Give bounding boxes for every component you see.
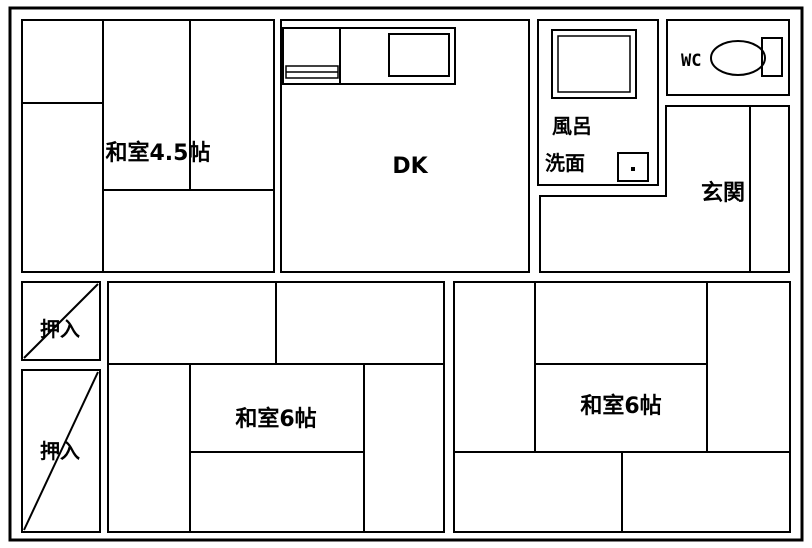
room-dk: DK bbox=[280, 19, 530, 273]
sink-icon bbox=[388, 33, 450, 77]
room-washitsu-6-right: 和室6帖 bbox=[453, 281, 791, 533]
outer-wall bbox=[8, 6, 804, 542]
toilet-tank-icon bbox=[761, 37, 783, 77]
room-dk-wall bbox=[280, 19, 530, 273]
closet-top: 押入 bbox=[21, 281, 101, 361]
room-bath: 風呂 洗面 bbox=[537, 19, 659, 186]
room-label-closet-top: 押入 bbox=[40, 317, 80, 341]
toilet-bowl-icon bbox=[710, 40, 766, 76]
room-wc: WC bbox=[666, 19, 790, 96]
kitchen-counter bbox=[282, 27, 456, 85]
room-entrance-wall bbox=[539, 105, 790, 273]
room-washitsu-4-5-wall bbox=[21, 19, 275, 273]
closet-top-diagonal bbox=[23, 283, 99, 359]
room-label-dk: DK bbox=[392, 154, 428, 179]
room-label-wc: WC bbox=[681, 51, 701, 71]
room-washitsu-4-5: 和室4.5帖 bbox=[21, 19, 275, 273]
room-label-washroom: 洗面 bbox=[545, 151, 585, 175]
closet-bottom-wall bbox=[21, 369, 101, 533]
washbasin-icon bbox=[617, 152, 649, 182]
room-label-washitsu-6-left: 和室6帖 bbox=[235, 406, 316, 432]
room-label-entrance: 玄関 bbox=[701, 180, 745, 206]
closet-bottom: 押入 bbox=[21, 369, 101, 533]
room-label-closet-bottom: 押入 bbox=[40, 439, 80, 463]
room-washitsu-6-left: 和室6帖 bbox=[107, 281, 445, 533]
closet-top-wall bbox=[21, 281, 101, 361]
room-label-washitsu-6-right: 和室6帖 bbox=[580, 393, 661, 419]
room-label-bath: 風呂 bbox=[552, 114, 592, 138]
room-entrance: 玄関 bbox=[539, 105, 790, 273]
room-bath-wall bbox=[537, 19, 659, 186]
room-label-washitsu-4-5: 和室4.5帖 bbox=[106, 140, 211, 166]
room-wc-wall bbox=[666, 19, 790, 96]
bathtub-icon bbox=[551, 29, 637, 99]
closet-bottom-diagonal bbox=[23, 371, 99, 531]
washbasin-drain-icon bbox=[631, 167, 635, 171]
bathtub-inner bbox=[557, 35, 631, 93]
